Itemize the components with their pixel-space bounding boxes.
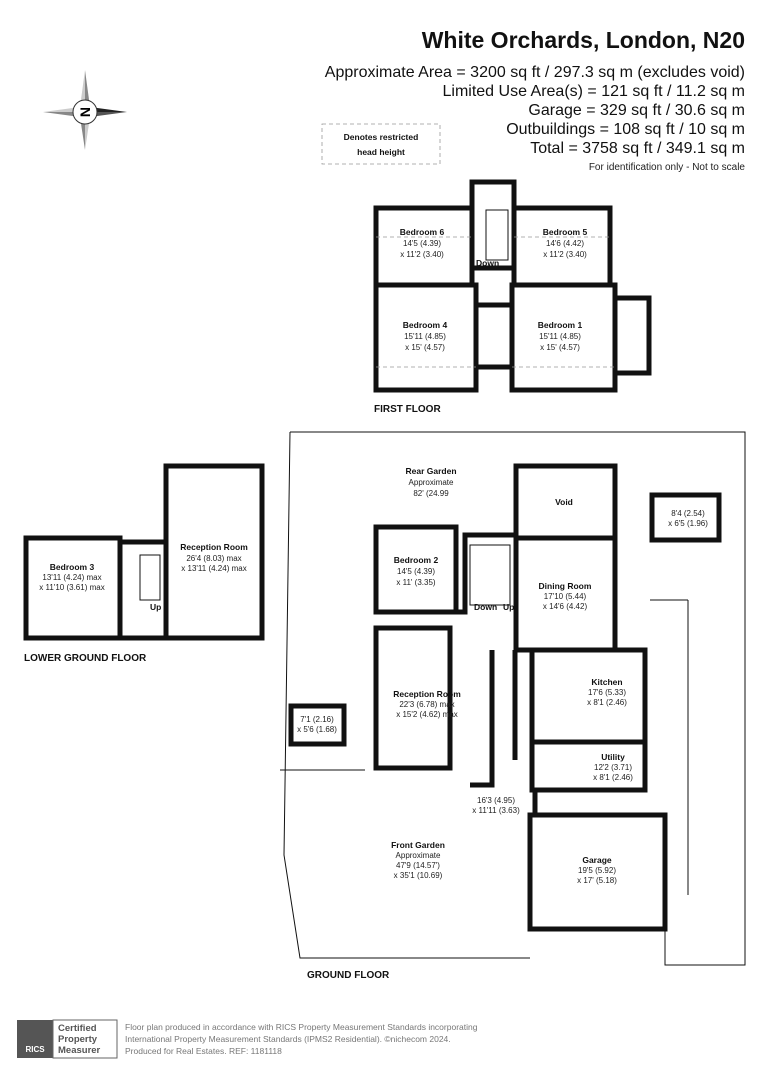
room-dims: 8'4 (2.54) — [671, 509, 705, 518]
badge-line: Certified — [58, 1023, 97, 1034]
room-dims: 15'11 (4.85) — [404, 332, 446, 341]
room-name-kitchen: Kitchen — [591, 677, 622, 687]
room-name-bedroom-4: Bedroom 4 — [403, 320, 448, 330]
room-dims: x 11'2 (3.40) — [400, 250, 444, 259]
room-name-dining-room: Dining Room — [539, 581, 592, 591]
room-dims: 82' (24.99 — [413, 489, 449, 498]
room-name-bedroom-2: Bedroom 2 — [394, 555, 439, 565]
compass-label: N — [77, 107, 93, 117]
room-dims: x 6'5 (1.96) — [668, 519, 708, 528]
property-title: White Orchards, London, N20 — [422, 27, 745, 53]
floor-label-ground: GROUND FLOOR — [307, 970, 390, 981]
floor-label-lower: LOWER GROUND FLOOR — [24, 653, 147, 664]
badge-line: Measurer — [58, 1045, 101, 1056]
disclaimer: For identification only - Not to scale — [589, 162, 746, 173]
lower-ground-floor: Bedroom 3 13'11 (4.24) max x 11'10 (3.61… — [23, 463, 265, 664]
room-name-bedroom-3: Bedroom 3 — [50, 562, 95, 572]
stairs-down-label: Down — [476, 258, 499, 268]
ground-floor: Rear Garden Approximate 82' (24.99 Void … — [280, 431, 746, 981]
room-dims: x 14'6 (4.42) — [543, 602, 588, 611]
room-dims: x 35'1 (10.69) — [394, 871, 443, 880]
room-dims: x 11' (3.35) — [396, 578, 436, 587]
room-dims: 22'3 (6.78) max — [399, 700, 454, 709]
compass-north-icon: N — [43, 70, 127, 150]
room-name-garage: Garage — [582, 855, 612, 865]
area-outbuildings: Outbuildings = 108 sq ft / 10 sq m — [506, 121, 745, 138]
footer-line: Floor plan produced in accordance with R… — [125, 1022, 478, 1032]
area-approx: Approximate Area = 3200 sq ft / 297.3 sq… — [325, 64, 745, 81]
room-name-bedroom-6: Bedroom 6 — [400, 227, 445, 237]
room-dims: 12'2 (3.71) — [594, 763, 632, 772]
room-dims: x 15' (4.57) — [405, 343, 445, 352]
room-dims: x 8'1 (2.46) — [587, 698, 627, 707]
floor-label-first: FIRST FLOOR — [374, 404, 441, 415]
stairs-down-label: Down — [474, 602, 497, 612]
room-name-front-garden: Front Garden — [391, 840, 445, 850]
footer-line: Produced for Real Estates. REF: 1181118 — [125, 1046, 282, 1056]
badge-line: Property — [58, 1034, 98, 1045]
stairs-up-label: Up — [503, 602, 514, 612]
room-dims: 17'6 (5.33) — [588, 688, 626, 697]
room-name-reception-room-lower: Reception Room — [180, 542, 248, 552]
room-dims: x 5'6 (1.68) — [297, 725, 337, 734]
rics-logo: RICS — [25, 1045, 45, 1054]
room-dims: 14'6 (4.42) — [546, 239, 584, 248]
room-dims: 7'1 (2.16) — [300, 715, 334, 724]
room-dims: x 11'2 (3.40) — [543, 250, 587, 259]
room-dims: x 15' (4.57) — [540, 343, 580, 352]
area-limited: Limited Use Area(s) = 121 sq ft / 11.2 s… — [442, 83, 745, 100]
stairs-up-label: Up — [150, 602, 161, 612]
room-dims: 16'3 (4.95) — [477, 796, 515, 805]
room-dims: x 8'1 (2.46) — [593, 773, 633, 782]
room-dims: x 17' (5.18) — [577, 876, 617, 885]
room-dims: Approximate — [396, 851, 441, 860]
room-name-bedroom-5: Bedroom 5 — [543, 227, 588, 237]
room-dims: 15'11 (4.85) — [539, 332, 581, 341]
room-dims: 14'5 (4.39) — [397, 567, 435, 576]
area-total: Total = 3758 sq ft / 349.1 sq m — [530, 140, 745, 157]
footer-line: International Property Measurement Stand… — [125, 1034, 451, 1044]
room-dims: 26'4 (8.03) max — [186, 554, 241, 563]
room-name-bedroom-1: Bedroom 1 — [538, 320, 583, 330]
room-dims: 14'5 (4.39) — [403, 239, 441, 248]
room-name-rear-garden: Rear Garden — [405, 466, 456, 476]
room-dims: x 13'11 (4.24) max — [181, 564, 246, 573]
legend-line-2: head height — [357, 147, 405, 157]
restricted-height-legend: Denotes restricted head height — [321, 123, 441, 165]
legend-line-1: Denotes restricted — [344, 132, 419, 142]
room-name-reception-room: Reception Room — [393, 689, 461, 699]
room-dims: x 11'10 (3.61) max — [39, 583, 104, 592]
room-dims: Approximate — [409, 478, 454, 487]
room-dims: 47'9 (14.57') — [396, 861, 440, 870]
first-floor: Bedroom 6 14'5 (4.39) x 11'2 (3.40) Bedr… — [373, 179, 652, 415]
rics-badge: RICS Certified Property Measurer — [17, 1019, 118, 1059]
room-name-void: Void — [555, 497, 573, 507]
room-dims: 17'10 (5.44) — [544, 592, 587, 601]
room-dims: x 11'11 (3.63) — [472, 806, 520, 815]
room-dims: x 15'2 (4.62) max — [396, 710, 458, 719]
area-garage: Garage = 329 sq ft / 30.6 sq m — [528, 102, 745, 119]
room-dims: 13'11 (4.24) max — [42, 573, 101, 582]
room-dims: 19'5 (5.92) — [578, 866, 616, 875]
room-name-utility: Utility — [601, 752, 625, 762]
